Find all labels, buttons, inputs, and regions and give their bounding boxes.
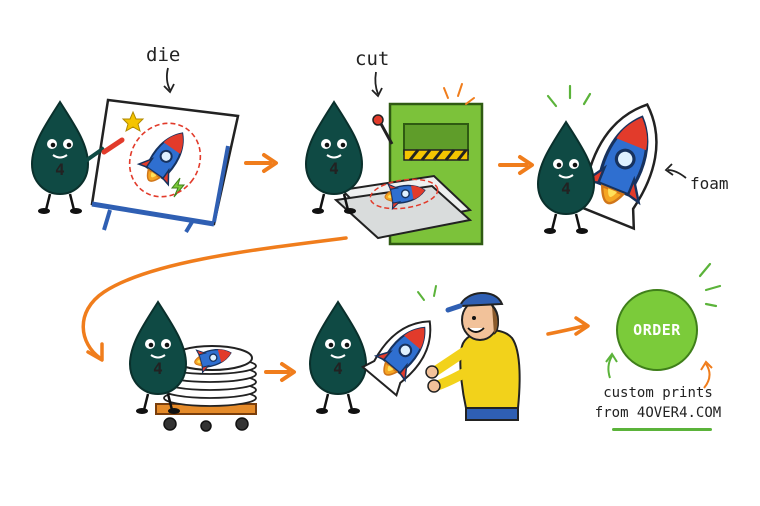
- pointer-arrow-cut: [374, 71, 379, 95]
- flow-arrow-return: [81, 236, 348, 362]
- label-foam: foam: [690, 174, 729, 193]
- mascot-drop-icon: [536, 120, 596, 236]
- mascot-badge: 4: [561, 179, 571, 198]
- order-button-label: ORDER: [633, 321, 681, 339]
- flow-arrow-4: [546, 316, 590, 336]
- mascot-badge: 4: [333, 359, 343, 378]
- cart-icon: [155, 403, 257, 432]
- mascot-drop-icon: [30, 100, 90, 216]
- mascot-badge: 4: [153, 359, 163, 378]
- worker-icon: [425, 291, 521, 421]
- lightning-icon: [170, 177, 186, 198]
- star-icon: [121, 110, 145, 133]
- pencil-icon: [82, 137, 125, 164]
- flow-arrow-2: [498, 155, 534, 175]
- mascot-drop-icon: [308, 300, 368, 416]
- mascot-badge: 4: [329, 159, 339, 178]
- foam-rocket-icon: [360, 314, 440, 397]
- foam-sparkles: [546, 84, 592, 108]
- order-button[interactable]: ORDER: [616, 289, 698, 371]
- step-deliver: 4: [308, 285, 521, 421]
- order-sparkles: [698, 262, 722, 308]
- step-foam: 4: [536, 84, 687, 236]
- pointer-arrow-foam: [667, 169, 687, 179]
- pointer-arrow-die: [165, 67, 171, 91]
- press-sparkles: [443, 83, 475, 105]
- step-cut: 4: [304, 71, 484, 246]
- worker-sparkles: [417, 285, 437, 301]
- flow-arrow-3: [264, 362, 296, 382]
- step-draw-die: 4: [30, 67, 240, 234]
- label-die: die: [146, 44, 181, 66]
- label-cut: cut: [355, 48, 390, 70]
- die-cut-line: [128, 122, 202, 198]
- caption-arrow-right: [703, 363, 711, 389]
- foam-stack: [163, 341, 257, 407]
- cut-sheet: [333, 174, 473, 240]
- caption-arrow-left: [607, 355, 613, 379]
- caption-underline: [612, 428, 712, 431]
- caption-line-2[interactable]: from 4OVER4.COM: [594, 405, 722, 421]
- step-stack: 4: [128, 300, 257, 432]
- caption-line-1: custom prints: [603, 385, 713, 401]
- mascot-badge: 4: [55, 160, 65, 179]
- order-caption: custom prints from 4OVER4.COM: [588, 383, 728, 423]
- flow-arrow-1: [244, 153, 278, 173]
